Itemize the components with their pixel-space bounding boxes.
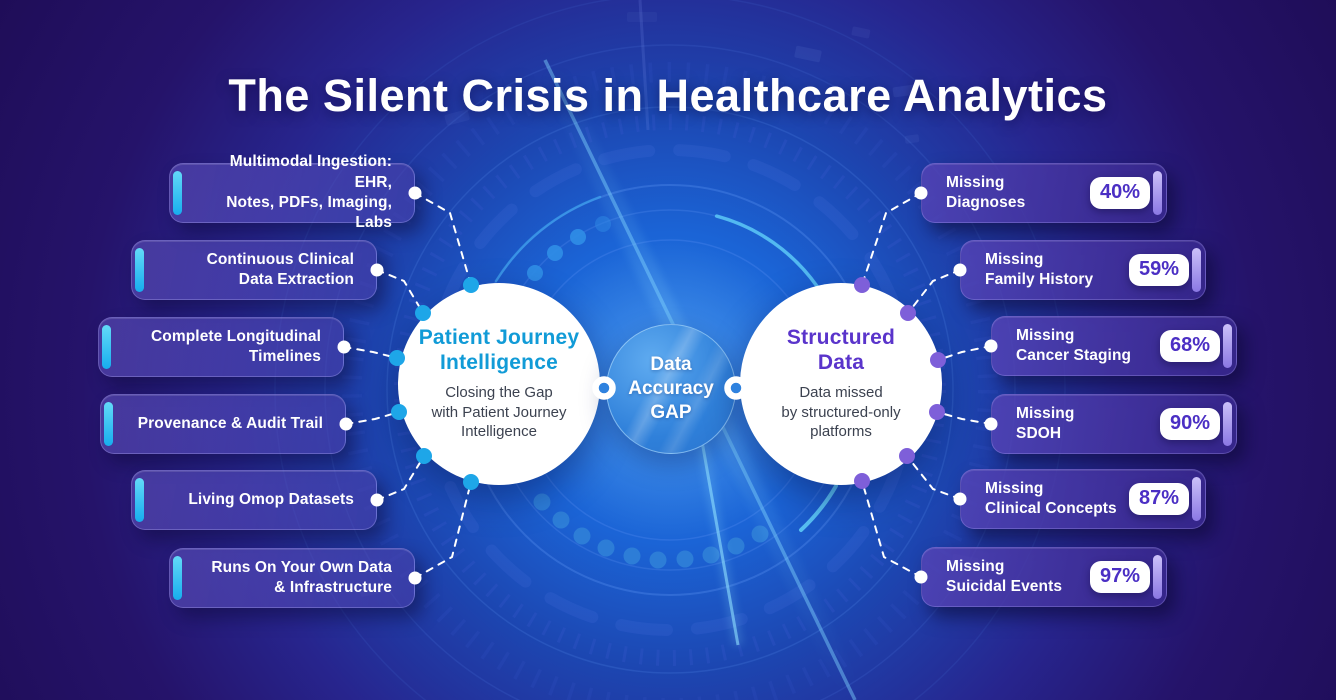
- feature-label: Multimodal Ingestion: EHR, Notes, PDFs, …: [226, 153, 392, 232]
- patient-journey-circle: Patient Journey Intelligence Closing the…: [398, 283, 600, 485]
- percentage-badge: 68%: [1159, 330, 1220, 362]
- missing-label: Missing Diagnoses: [946, 173, 1026, 211]
- percentage-badge: 90%: [1159, 408, 1220, 440]
- feature-card: Continuous Clinical Data Extraction: [131, 240, 377, 300]
- circle-heading: Patient Journey Intelligence: [418, 326, 580, 375]
- circle-heading: Structured Data: [786, 326, 896, 375]
- missing-label: Missing Family History: [985, 250, 1094, 288]
- feature-card: Complete Longitudinal Timelines: [98, 317, 344, 377]
- missing-data-card: Missing Suicidal Events 97%: [921, 547, 1167, 607]
- purple-accent-bar: [1192, 248, 1201, 292]
- cyan-accent-bar: [173, 556, 182, 600]
- percentage-badge: 87%: [1128, 483, 1189, 515]
- missing-data-card: Missing Family History 59%: [960, 240, 1206, 300]
- feature-card: Living Omop Datasets: [131, 470, 377, 530]
- missing-data-card: Missing Clinical Concepts 87%: [960, 469, 1206, 529]
- percentage-badge: 97%: [1089, 561, 1150, 593]
- cyan-accent-bar: [135, 248, 144, 292]
- cyan-accent-bar: [104, 402, 113, 446]
- missing-data-card: Missing SDOH 90%: [991, 394, 1237, 454]
- circle-subtext: Data missed by structured-only platforms: [781, 384, 901, 441]
- feature-card: Multimodal Ingestion: EHR, Notes, PDFs, …: [169, 153, 415, 231]
- percentage-badge: 59%: [1128, 254, 1189, 286]
- percentage-badge: 40%: [1089, 177, 1150, 209]
- feature-label: Continuous Clinical Data Extraction: [206, 250, 354, 288]
- purple-accent-bar: [1153, 555, 1162, 599]
- feature-card: Runs On Your Own Data & Infrastructure: [169, 548, 415, 608]
- cyan-accent-bar: [135, 478, 144, 522]
- feature-label: Runs On Your Own Data & Infrastructure: [211, 558, 392, 596]
- feature-card: Provenance & Audit Trail: [100, 394, 346, 454]
- purple-accent-bar: [1223, 402, 1232, 446]
- circle-subtext: Closing the Gap with Patient Journey Int…: [431, 384, 567, 441]
- cyan-accent-bar: [102, 325, 111, 369]
- purple-accent-bar: [1153, 171, 1162, 215]
- feature-label: Living Omop Datasets: [188, 490, 354, 508]
- feature-label: Complete Longitudinal Timelines: [150, 327, 321, 365]
- purple-accent-bar: [1223, 324, 1232, 368]
- missing-data-card: Missing Cancer Staging 68%: [991, 316, 1237, 376]
- data-accuracy-gap-circle: Data Accuracy GAP: [606, 324, 736, 454]
- cyan-accent-bar: [173, 171, 182, 215]
- purple-accent-bar: [1192, 477, 1201, 521]
- feature-label: Provenance & Audit Trail: [137, 414, 323, 432]
- gap-label: Data Accuracy GAP: [628, 353, 714, 424]
- missing-label: Missing Clinical Concepts: [985, 479, 1117, 517]
- missing-data-card: Missing Diagnoses 40%: [921, 163, 1167, 223]
- structured-data-circle: Structured Data Data missed by structure…: [740, 283, 942, 485]
- missing-label: Missing Suicidal Events: [946, 557, 1063, 595]
- page-title: The Silent Crisis in Healthcare Analytic…: [228, 70, 1108, 121]
- missing-label: Missing Cancer Staging: [1016, 326, 1132, 364]
- missing-label: Missing SDOH: [1016, 404, 1075, 442]
